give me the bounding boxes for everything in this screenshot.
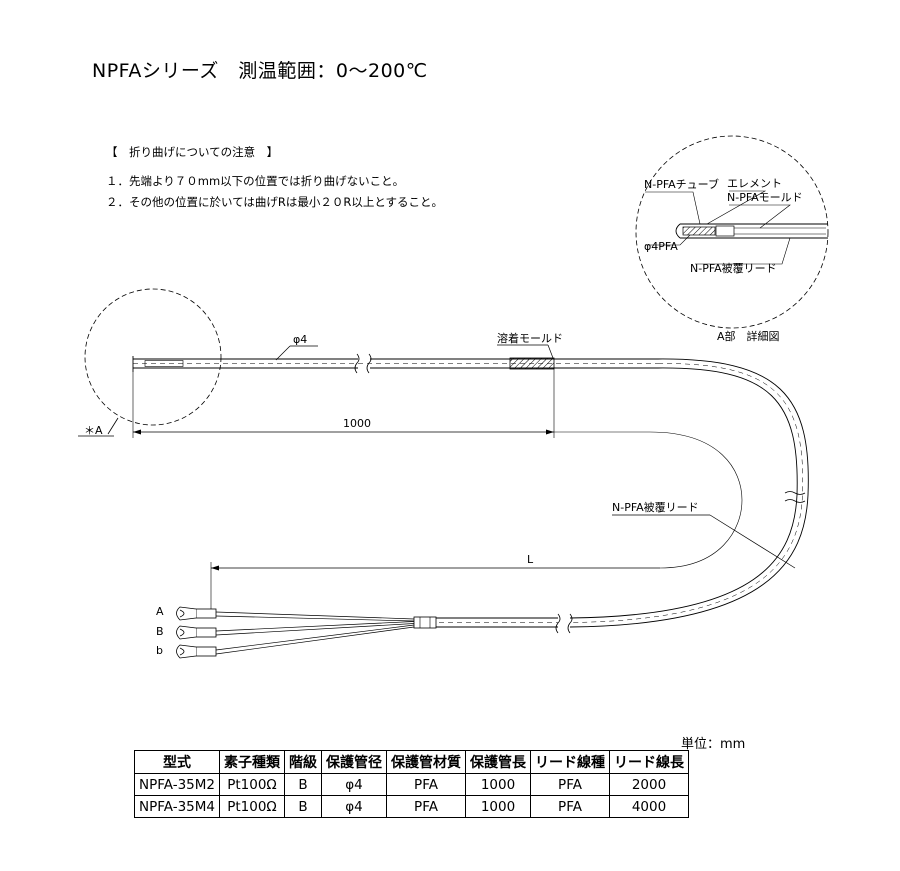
weld-mold-label: 溶着モールド	[497, 331, 563, 345]
column-header: 階級	[284, 750, 322, 774]
weld-mold-leader	[547, 344, 554, 359]
spade-terminal	[176, 625, 217, 640]
probe-sheath	[132, 356, 658, 372]
detail-ref-label: ＊A	[84, 424, 103, 437]
detail-leaders	[645, 190, 791, 265]
weld-mold	[509, 357, 555, 370]
break-mark	[354, 353, 372, 374]
bend-reference-line	[554, 431, 743, 569]
table-cell: 4000	[609, 795, 689, 818]
detail-element-label: エレメント	[727, 177, 782, 190]
table-cell: PFA	[530, 795, 610, 818]
dim-label-1000: 1000	[343, 417, 371, 430]
detail-leader	[107, 417, 119, 435]
detail-view-circle	[635, 135, 829, 329]
detail-mold-label: N-PFAモールド	[727, 191, 803, 204]
spade-terminal	[176, 644, 217, 659]
table-row: NPFA-35M4 Pt100Ω B φ4 PFA 1000 PFA 4000	[134, 795, 689, 818]
split-sleeve	[413, 616, 437, 629]
spec-table: 型式 素子種類 階級 保護管径 保護管材質 保護管長 リード線種 リード線長 N…	[134, 750, 689, 818]
diameter-leader	[275, 345, 291, 361]
lead-wires	[215, 611, 415, 655]
note-item: １．先端より７０mm以下の位置では折り曲げないこと。	[106, 174, 405, 188]
dim-arrow	[211, 565, 219, 571]
lead-callout-leader	[709, 514, 796, 569]
terminal-label-A: A	[156, 605, 164, 618]
terminal-label-b: b	[156, 644, 163, 657]
table-header-row: 型式 素子種類 階級 保護管径 保護管材質 保護管長 リード線種 リード線長	[134, 750, 689, 774]
table-cell: 1000	[465, 773, 531, 796]
column-header: リード線種	[530, 750, 610, 774]
diameter-label: φ4	[293, 333, 307, 346]
lead-callout-label: N-PFA被覆リード	[612, 501, 699, 514]
column-header: 型式	[134, 750, 220, 774]
spade-terminal	[176, 606, 217, 621]
detail-tube-label: N-PFAチューブ	[644, 177, 719, 191]
table-cell: φ4	[321, 795, 387, 818]
notes-heading: 【 折り曲げについての注意 】	[106, 145, 279, 159]
table-cell: φ4	[321, 773, 387, 796]
table-cell: 2000	[609, 773, 689, 796]
table-cell: B	[284, 795, 322, 818]
table-cell: Pt100Ω	[219, 795, 285, 818]
break-mark	[784, 491, 806, 503]
table-cell: PFA	[386, 795, 466, 818]
lead-cable	[430, 358, 809, 628]
table-cell: NPFA-35M2	[134, 773, 220, 796]
table-cell: Pt100Ω	[219, 773, 285, 796]
column-header: リード線長	[609, 750, 689, 774]
table-row: NPFA-35M2 Pt100Ω B φ4 PFA 1000 PFA 2000	[134, 773, 689, 796]
page-title: NPFAシリーズ 測温範囲：0～200℃	[92, 60, 428, 82]
column-header: 素子種類	[219, 750, 285, 774]
detail-caption: A部 詳細図	[717, 329, 780, 343]
sensor-drawing: ＊A φ4 溶着モールド 1000 L N-PFA被	[78, 135, 829, 659]
table-cell: PFA	[386, 773, 466, 796]
table-cell: NPFA-35M4	[134, 795, 220, 818]
sensing-element	[144, 360, 184, 367]
table-cell: B	[284, 773, 322, 796]
column-header: 保護管径	[321, 750, 387, 774]
terminal-label-B: B	[156, 625, 164, 638]
table-cell: 1000	[465, 795, 531, 818]
column-header: 保護管長	[465, 750, 531, 774]
detail-dia-label: φ4PFA	[644, 240, 678, 253]
table-cell: PFA	[530, 773, 610, 796]
unit-label: 単位：mm	[681, 737, 746, 752]
note-item: ２．その他の位置に於いては曲げRは最小２０R以上とすること。	[106, 195, 444, 209]
detail-probe	[675, 223, 828, 239]
dim-label-L: L	[527, 553, 534, 566]
detail-lead-label: N-PFA被覆リード	[690, 262, 777, 275]
break-mark	[555, 613, 573, 634]
column-header: 保護管材質	[386, 750, 466, 774]
detail-circle-a	[84, 288, 222, 426]
